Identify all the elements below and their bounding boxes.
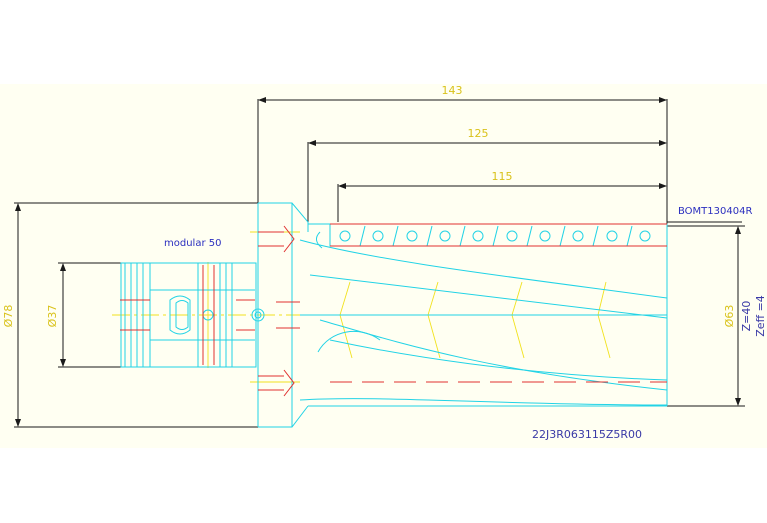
label-insert: BOMT130404R xyxy=(678,206,752,217)
label-z-eff: Zeff =4 xyxy=(754,295,767,337)
dim-overall-length: 143 xyxy=(442,84,463,97)
hidden-details xyxy=(120,223,667,397)
dim-shank-diameter: Ø78 xyxy=(2,305,15,328)
label-part-number: 22J3R063115Z5R00 xyxy=(532,428,642,441)
dim-connection-diameter: Ø37 xyxy=(46,305,59,328)
insert-holes xyxy=(339,225,651,247)
dimension-lines xyxy=(14,97,745,428)
dim-cutting-diameter: Ø63 xyxy=(723,305,736,328)
centerlines xyxy=(112,231,611,383)
label-z-count: Z=40 xyxy=(740,301,753,332)
label-connection: modular 50 xyxy=(164,238,221,249)
dim-flute-length: 125 xyxy=(468,127,489,140)
dim-cutting-length: 115 xyxy=(492,170,513,183)
